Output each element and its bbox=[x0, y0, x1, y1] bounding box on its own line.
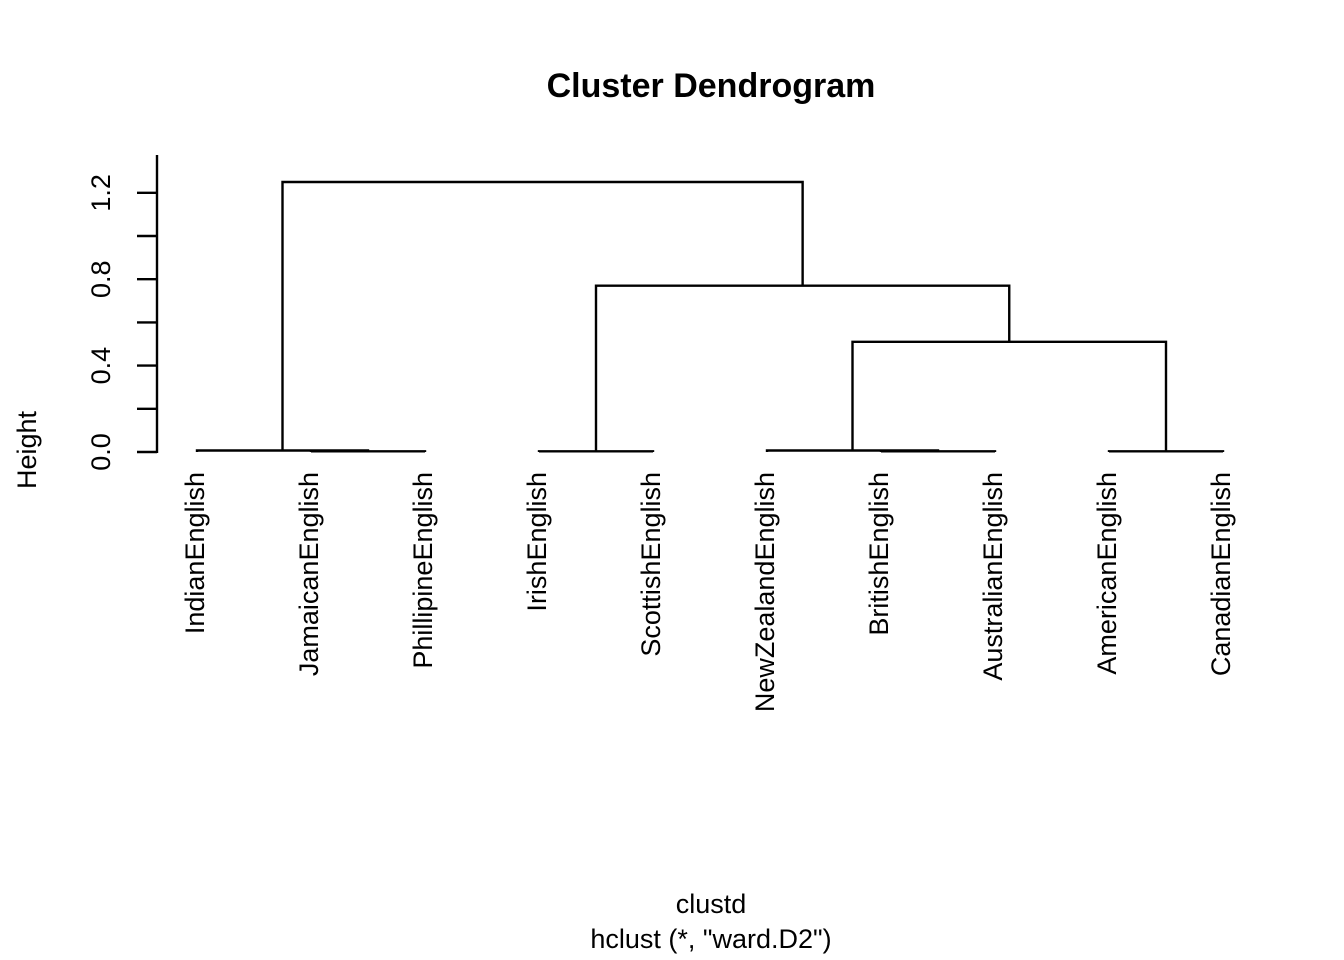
y-tick-label: 1.2 bbox=[86, 174, 116, 212]
leaf-label: CanadianEnglish bbox=[1206, 472, 1236, 676]
leaf-labels: IndianEnglish JamaicanEnglish PhillipineEn… bbox=[180, 472, 1236, 712]
leaf-label: NewZealandEnglish bbox=[750, 472, 780, 712]
y-axis: 0.0 0.4 0.8 1.2 bbox=[86, 155, 159, 471]
y-tick-label: 0.0 bbox=[86, 433, 116, 471]
x-caption-line1: clustd bbox=[676, 889, 747, 919]
leaf-label: ScottishEnglish bbox=[636, 472, 666, 657]
leaf-label: IrishEnglish bbox=[522, 472, 552, 612]
plot-title: Cluster Dendrogram bbox=[547, 67, 876, 105]
leaf-label: AustralianEnglish bbox=[978, 472, 1008, 681]
leaf-label: JamaicanEnglish bbox=[294, 472, 324, 676]
leaf-label: PhillipineEnglish bbox=[408, 472, 438, 669]
y-tick-label: 0.8 bbox=[86, 260, 116, 298]
leaf-label: AmericanEnglish bbox=[1092, 472, 1122, 675]
leaf-label: IndianEnglish bbox=[180, 472, 210, 634]
y-axis-label: Height bbox=[12, 410, 42, 489]
dendrogram-branches bbox=[195, 180, 1225, 453]
y-tick-label: 0.4 bbox=[86, 347, 116, 385]
x-caption-line2: hclust (*, "ward.D2") bbox=[590, 924, 831, 954]
leaf-label: BritishEnglish bbox=[864, 472, 894, 636]
dendrogram-tree bbox=[195, 180, 1225, 453]
